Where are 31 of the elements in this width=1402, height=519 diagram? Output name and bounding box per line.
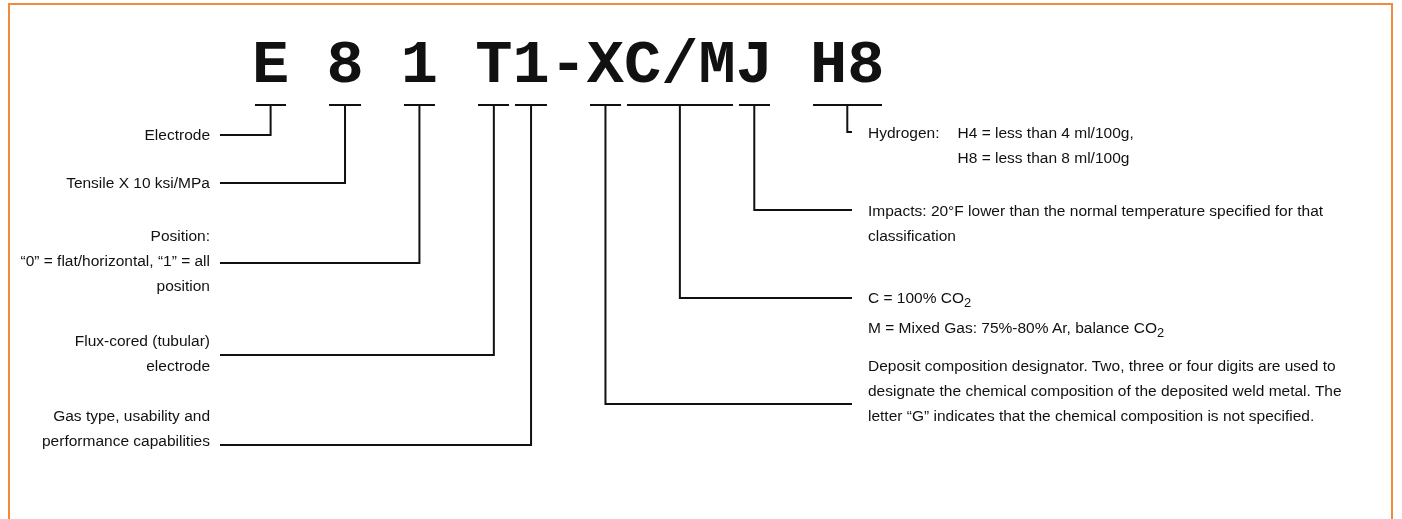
underline-bar [403, 104, 436, 106]
callout-text: Electrode [143, 125, 210, 145]
callout-text: H4 = less than 4 ml/100g, H8 = less than 8 ml/100g [957, 123, 1135, 168]
underline-bar [627, 104, 733, 106]
leader-line [846, 105, 853, 133]
underline-bar [813, 104, 882, 106]
leader-line [219, 105, 421, 264]
callout-text: Position: [149, 226, 210, 246]
leader-line [604, 105, 853, 405]
callout-text: Deposit composition designator. Two, three or four digits are used to designate the chemical composition of the deposited weld metal. The letter “G” indicates that the chemical composition is not specified. [868, 356, 1343, 426]
underline-bar [478, 104, 510, 106]
underline-bar [738, 104, 770, 106]
callout-text: Tensile X 10 ksi/MPa [65, 173, 210, 193]
classification-code: E 8 1 T1-XC/MJ H8 [252, 29, 885, 103]
callout-text: Flux-cored (tubular) electrode [73, 331, 210, 376]
underline-bar [589, 104, 622, 106]
callout-text: Gas type, usability and performance capabilities [41, 406, 210, 451]
callout-text: M = Mixed Gas: 75%-80% Ar, balance CO$_{2}$ [868, 318, 1166, 343]
leader-line [219, 105, 346, 184]
underline-bar [255, 104, 287, 106]
underline-bar [515, 104, 547, 106]
leader-line [219, 105, 533, 446]
underline-bar [329, 104, 361, 106]
leader-line [219, 105, 272, 136]
callout-text: “0” = flat/horizontal, “1” = all position [20, 251, 210, 296]
leader-line [219, 105, 495, 356]
callout-text: Hydrogen: [868, 123, 940, 143]
callout-text: C = 100% CO$_{2}$ [868, 288, 973, 313]
callout-text: Impacts: 20°F lower than the normal temperature specified for that classification [868, 201, 1325, 246]
leader-line [678, 105, 853, 299]
leader-line [753, 105, 853, 211]
